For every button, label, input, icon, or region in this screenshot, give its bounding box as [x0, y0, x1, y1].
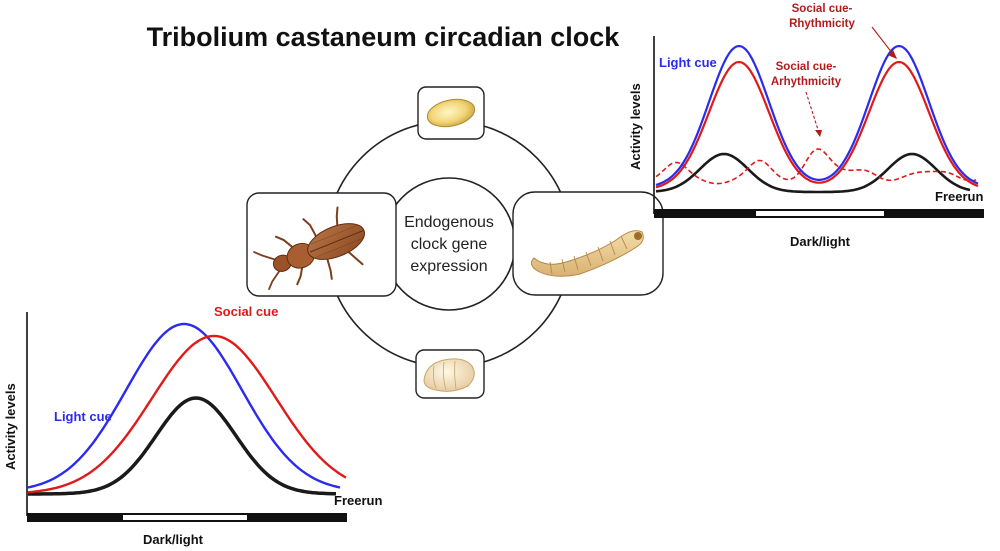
center-text-line-2: clock gene: [411, 236, 488, 253]
right-ylabel: Activity levels: [628, 83, 643, 170]
right-xlabel: Dark/light: [790, 234, 851, 249]
right-freerun-curve: [655, 152, 971, 194]
adult-stage: [246, 192, 397, 297]
right-arhythmicity-curve: [655, 148, 979, 185]
left-social-cue-curve: [27, 334, 347, 494]
larva-image: [530, 230, 644, 277]
left-freerun-label: Freerun: [334, 493, 382, 508]
left-chart: Activity levels Dark/light Light cue Soc…: [3, 304, 382, 547]
center-text-line-3: expression: [410, 258, 487, 275]
pupa-stage: [415, 349, 485, 399]
adult-beetle-image: [253, 206, 365, 291]
life-cycle-diagram: Endogenous clock gene expression: [246, 86, 664, 399]
left-xlabel: Dark/light: [143, 532, 204, 547]
rhythmicity-arrow: [871, 26, 898, 60]
right-rhythmicity-curve: [655, 61, 979, 189]
pupa-image: [423, 358, 475, 392]
arhythmicity-label-line-1: Social cue-: [776, 61, 837, 73]
arhythmicity-label-line-2: Arhythmicity: [771, 76, 842, 88]
right-chart: Activity levels Dark/light Light cue Fre…: [628, 3, 984, 249]
left-light-cue-curve: [27, 322, 341, 489]
right-light-cue-curve: [655, 45, 979, 186]
rhythmicity-label-line-2: Rhythmicity: [789, 18, 855, 30]
left-ylabel: Activity levels: [3, 383, 18, 470]
egg-image: [426, 98, 476, 128]
figure-title: Tribolium castaneum circadian clock: [147, 22, 621, 52]
right-freerun-label: Freerun: [935, 189, 983, 204]
left-light-cue-label: Light cue: [54, 409, 112, 424]
left-social-cue-label: Social cue: [214, 304, 278, 319]
left-light-bar: [123, 515, 247, 520]
right-light-cue-label: Light cue: [659, 55, 717, 70]
arhythmicity-arrow: [805, 91, 822, 137]
center-text-line-1: Endogenous: [404, 214, 494, 231]
right-light-bar: [756, 211, 884, 216]
left-freerun-curve: [28, 396, 336, 496]
larva-stage: [512, 191, 664, 296]
egg-stage: [417, 86, 485, 140]
rhythmicity-label-line-1: Social cue-: [792, 3, 853, 15]
